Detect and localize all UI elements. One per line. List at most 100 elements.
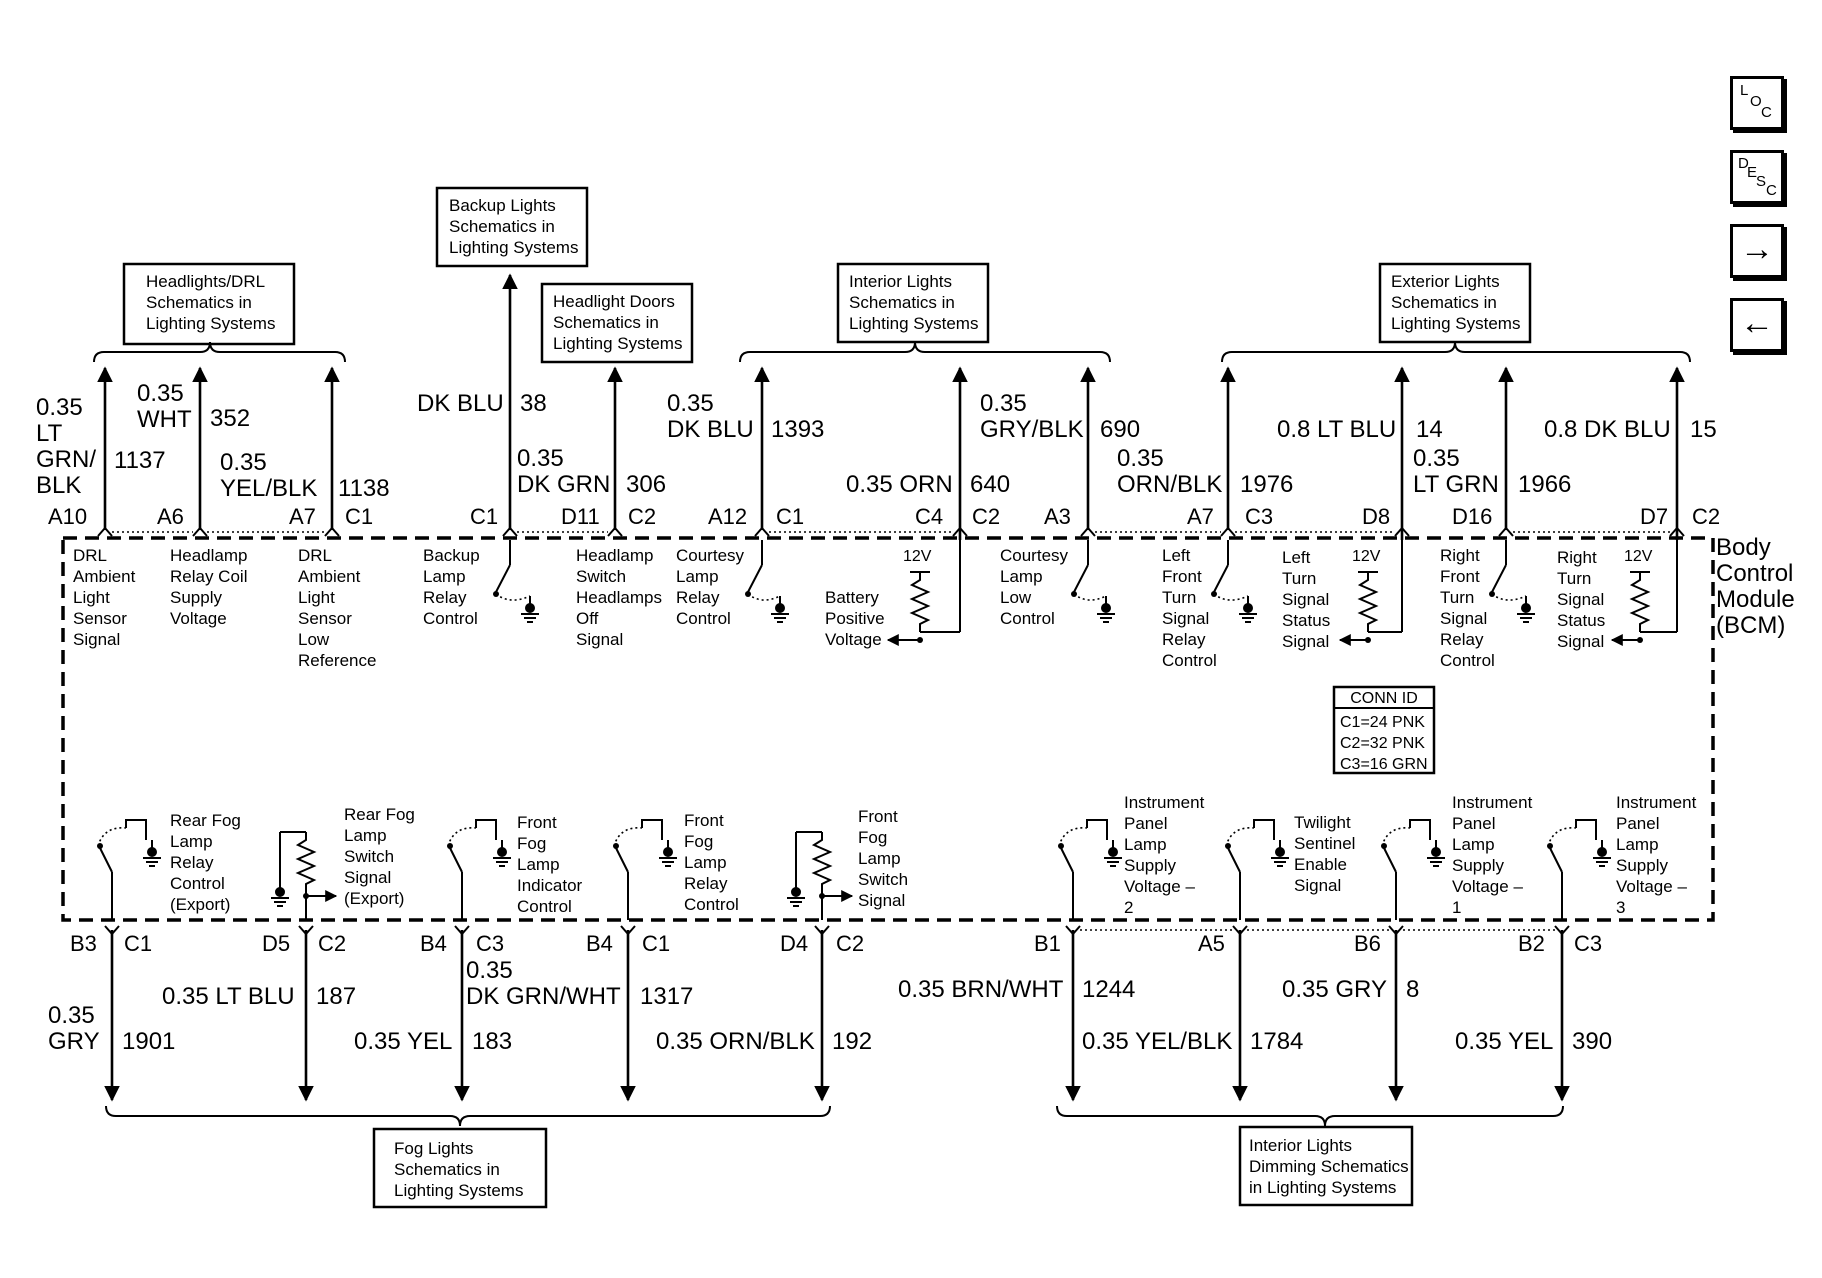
connector-label: C1 xyxy=(642,931,670,956)
ref-box-line: Schematics in xyxy=(146,293,252,312)
top-wire-labels: 0.35 LT GRN/ BLK 1137 A10 0.35 WHT 352 A… xyxy=(36,380,1720,529)
pin-label: B1 xyxy=(1034,931,1061,956)
ref-box-line: Schematics in xyxy=(394,1160,500,1179)
ref-box-line: Schematics in xyxy=(1391,293,1497,312)
bcm-module-boundary xyxy=(61,536,1715,922)
pin-label: A10 xyxy=(48,504,87,529)
pin-label: B4 xyxy=(420,931,447,956)
pin-label: C4 xyxy=(915,504,943,529)
circuit-number: 192 xyxy=(832,1028,872,1055)
pin-label: B6 xyxy=(1354,931,1381,956)
wire-color: LT xyxy=(36,420,63,447)
wire-color: BLK xyxy=(36,472,81,499)
circuit-number: 8 xyxy=(1406,976,1419,1003)
ref-box-line: Headlights/DRL xyxy=(146,272,265,291)
wire-size: 0.35 xyxy=(36,394,83,421)
circuit-number: 1138 xyxy=(338,475,390,502)
pin-label: A3 xyxy=(1044,504,1071,529)
pin-label: D7 xyxy=(1640,504,1668,529)
twelve-volt-label: 12V xyxy=(1624,548,1653,565)
connector-label: C3 xyxy=(476,931,504,956)
circuit-number: 183 xyxy=(472,1028,512,1055)
bottom-wires xyxy=(104,925,1570,1102)
circuit-number: 1976 xyxy=(1240,471,1293,498)
connector-label: C2 xyxy=(1692,504,1720,529)
circuit-number: 1317 xyxy=(640,983,693,1010)
connector-label: C2 xyxy=(836,931,864,956)
ref-box-line: Interior Lights xyxy=(849,272,952,291)
wire-color: 0.35 LT BLU xyxy=(162,983,295,1010)
ref-box-headlights-drl[interactable]: Headlights/DRL Schematics in Lighting Sy… xyxy=(122,262,296,346)
connector-label: C1 xyxy=(124,931,152,956)
circuit-number: 640 xyxy=(970,471,1010,498)
pin-label: A7 xyxy=(289,504,316,529)
wire-size: 0.35 xyxy=(137,380,184,407)
ref-box-fog-lights[interactable]: Fog Lights Schematics in Lighting System… xyxy=(372,1127,548,1209)
pin-label: C1 xyxy=(470,504,498,529)
ref-box-line: Interior Lights xyxy=(1249,1136,1352,1155)
previous-page-button[interactable]: ← xyxy=(1730,298,1784,352)
wire-size: 0.35 xyxy=(220,449,267,476)
ref-box-line: Lighting Systems xyxy=(146,314,275,333)
loc-glyph-l: L xyxy=(1740,82,1749,99)
connector-label: C2 xyxy=(628,504,656,529)
desc-glyph-d: D xyxy=(1738,155,1749,172)
wire-size: 0.35 xyxy=(1413,445,1460,472)
wire-color: 0.8 DK BLU xyxy=(1544,416,1671,443)
ref-box-interior-lights[interactable]: Interior Lights Schematics in Lighting S… xyxy=(836,262,990,344)
module-label: Body Control Module (BCM) xyxy=(1716,534,1795,639)
pin-label: B3 xyxy=(70,931,97,956)
circuit-number: 14 xyxy=(1416,416,1443,443)
circuit-number: 390 xyxy=(1572,1028,1612,1055)
circuit-number: 1393 xyxy=(771,416,824,443)
pin-label: D11 xyxy=(561,504,600,529)
next-page-button[interactable]: → xyxy=(1730,224,1784,278)
loc-glyph-o: O xyxy=(1750,93,1762,110)
top-wires xyxy=(97,273,1685,540)
ref-box-headlight-doors[interactable]: Headlight Doors Schematics in Lighting S… xyxy=(540,282,694,364)
wire-color: DK BLU xyxy=(667,416,754,443)
wire-color: 0.35 BRN/WHT xyxy=(898,976,1064,1003)
bracket-exterior xyxy=(1221,341,1691,363)
circuit-number: 1784 xyxy=(1250,1028,1303,1055)
bottom-wire-labels: B3 C1 0.35 GRY 1901 D5 C2 0.35 LT BLU 18… xyxy=(48,931,1612,1055)
bottom-internal-switches xyxy=(97,819,1612,920)
circuit-number: 1966 xyxy=(1518,471,1571,498)
wire-color: 0.8 LT BLU xyxy=(1277,416,1396,443)
wire-color: DK GRN/WHT xyxy=(466,983,621,1010)
pin-label: B4 xyxy=(586,931,613,956)
circuit-number: 1244 xyxy=(1082,976,1135,1003)
desc-button[interactable]: D E S C xyxy=(1730,150,1784,204)
circuit-number: 690 xyxy=(1100,416,1140,443)
ref-box-exterior-lights[interactable]: Exterior Lights Schematics in Lighting S… xyxy=(1378,262,1532,344)
pin-label: A7 xyxy=(1187,504,1214,529)
circuit-number: 1137 xyxy=(114,447,166,474)
ref-box-backup-lights[interactable]: Backup Lights Schematics in Lighting Sys… xyxy=(435,186,589,268)
ref-box-line: Lighting Systems xyxy=(553,334,682,353)
wire-color: GRN/ xyxy=(36,446,96,473)
bracket-headlights xyxy=(93,341,346,363)
wire-size: 0.35 xyxy=(1117,445,1164,472)
pin-label: D5 xyxy=(262,931,290,956)
pin-label: D16 xyxy=(1452,504,1492,529)
loc-button[interactable]: L O C xyxy=(1730,76,1784,130)
conn-id-table: CONN ID C1=24 PNK C2=32 PNK C3=16 GRN xyxy=(1332,685,1436,775)
arrow-left-icon: ← xyxy=(1740,304,1774,342)
ref-box-interior-dimming[interactable]: Interior Lights Dimming Schematics in Li… xyxy=(1238,1125,1414,1207)
svg-text:CONN ID: CONN ID xyxy=(1350,690,1418,707)
ref-box-line: Lighting Systems xyxy=(849,314,978,333)
